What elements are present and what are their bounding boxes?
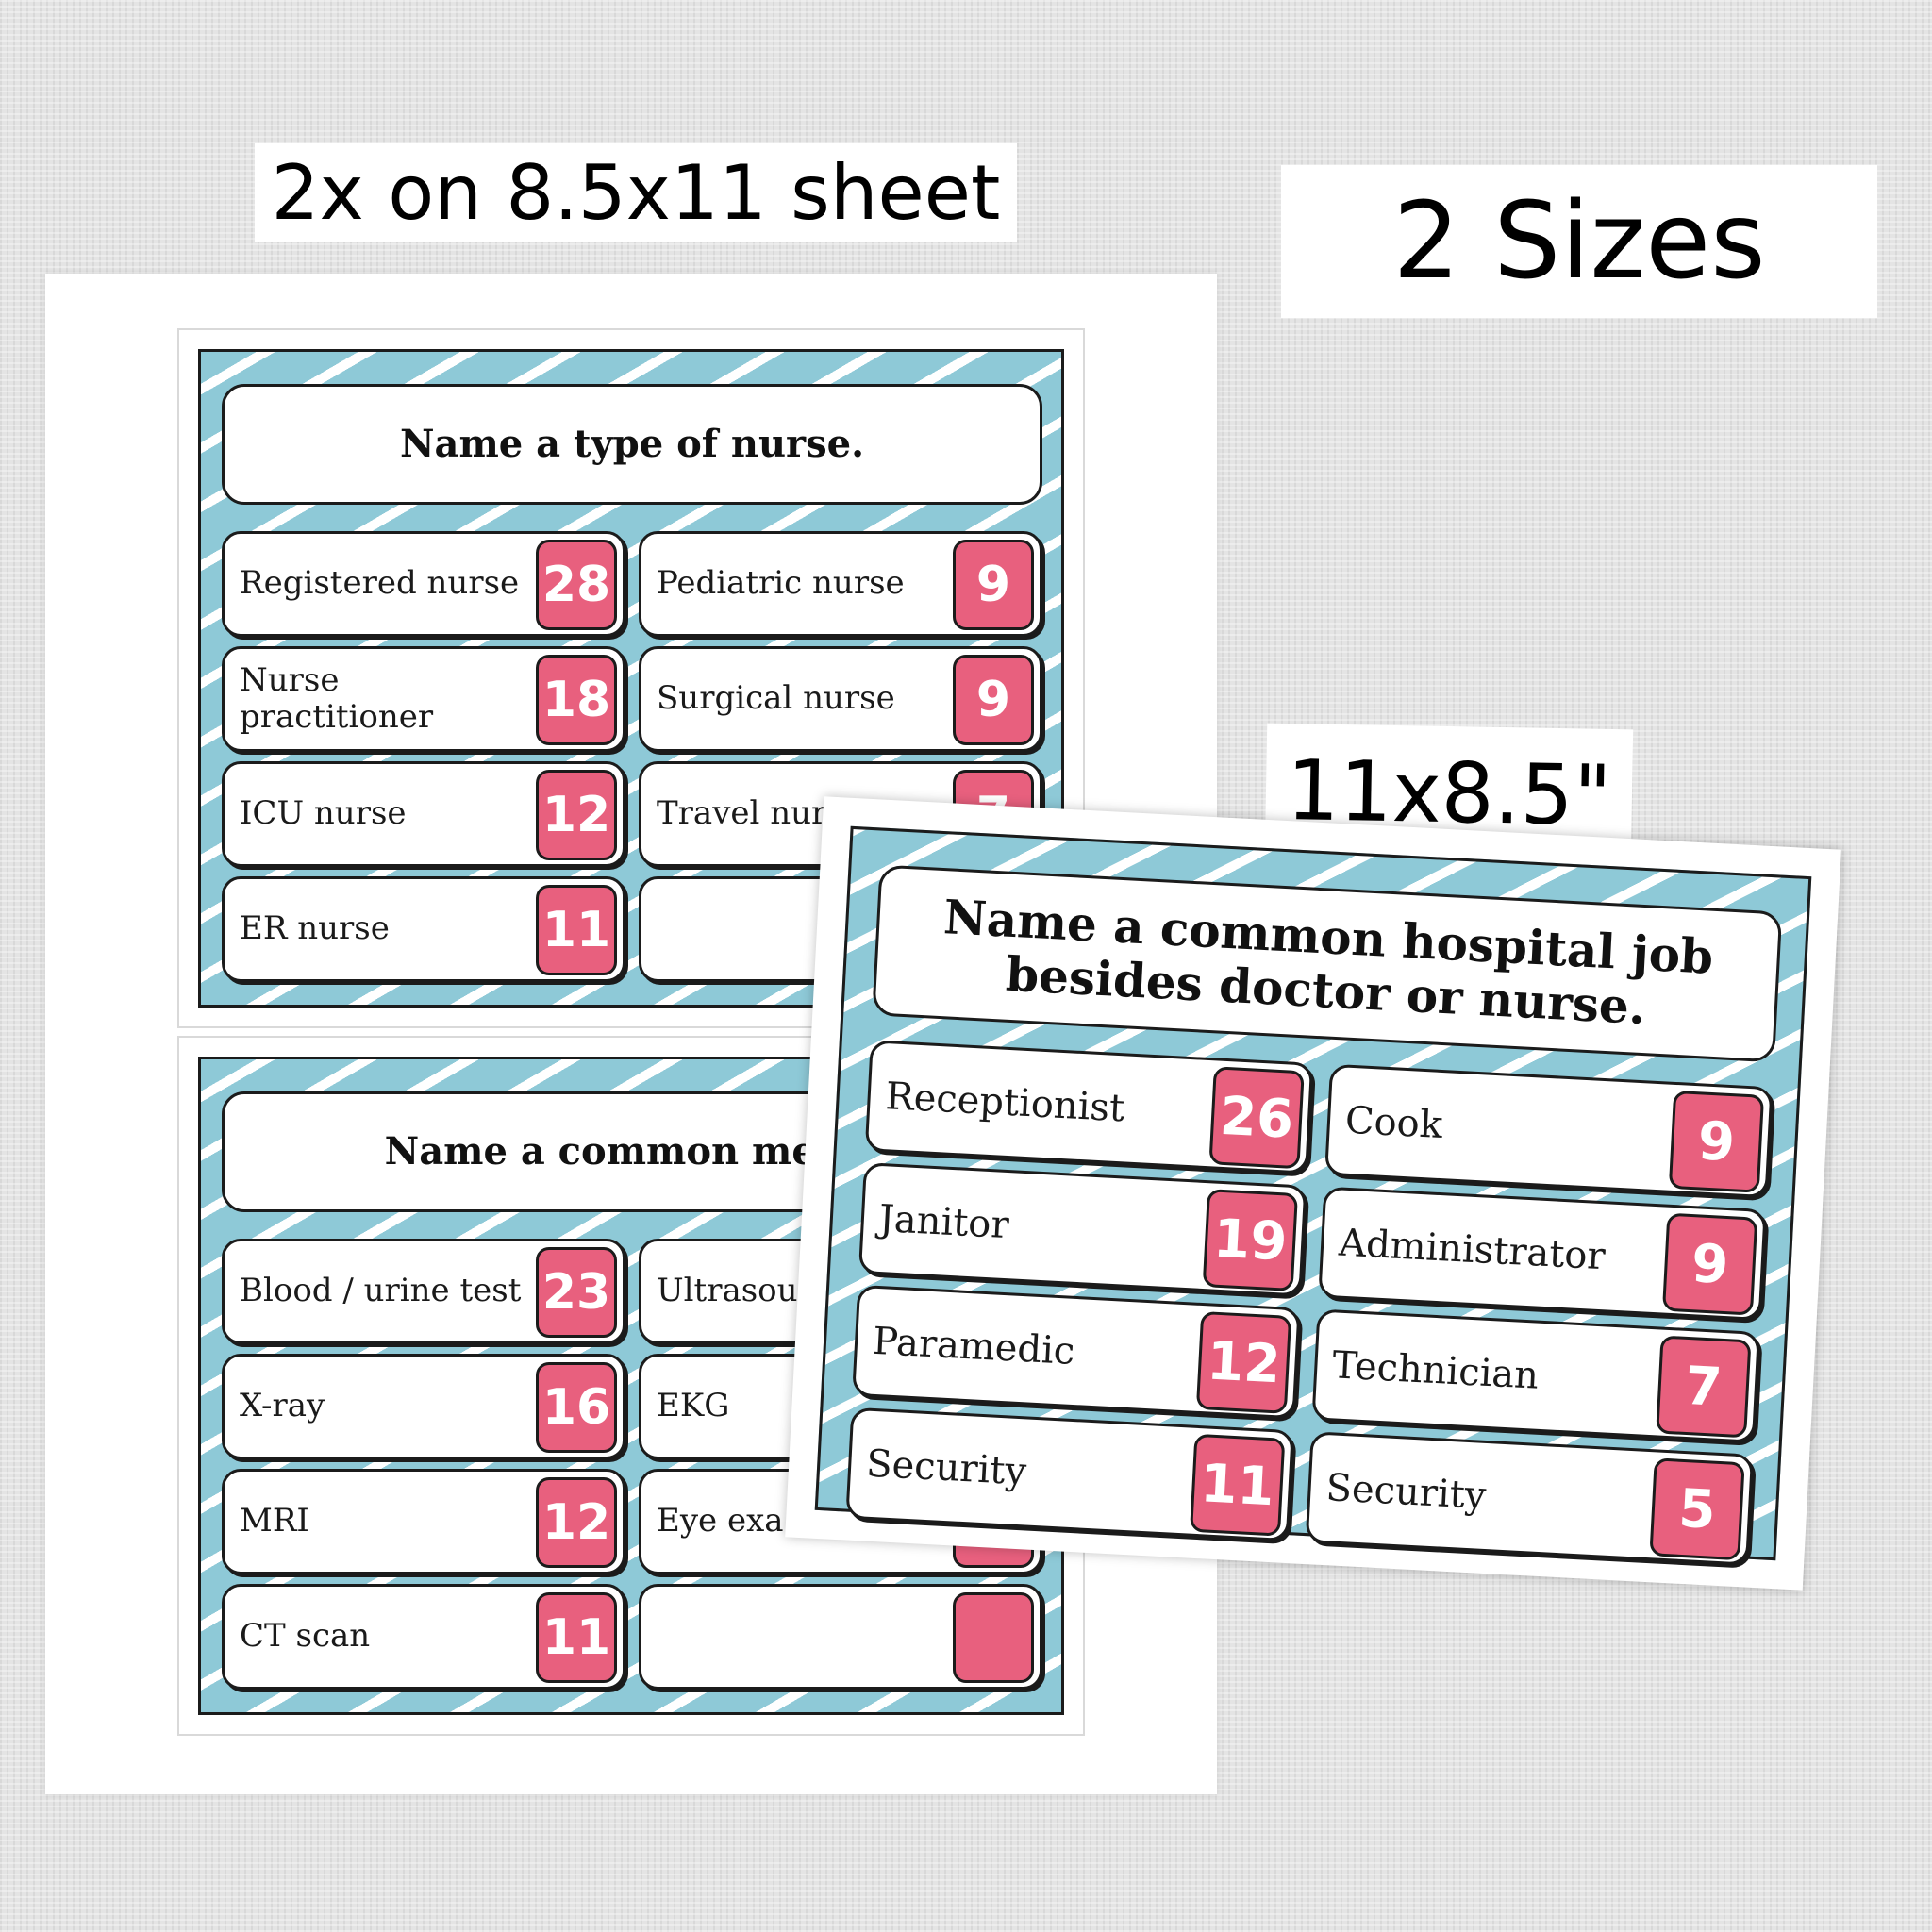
answer-text: EKG bbox=[657, 1387, 730, 1425]
answer-text: Blood / urine test bbox=[240, 1272, 522, 1310]
answer-text: Pediatric nurse bbox=[657, 564, 905, 603]
answer-score: 16 bbox=[536, 1362, 617, 1453]
size-label-letter: 2x on 8.5x11 sheet bbox=[255, 143, 1017, 242]
answer-text: Technician bbox=[1331, 1343, 1541, 1398]
answer-tile: ICU nurse 12 bbox=[222, 761, 625, 867]
card-question: Name a common hospital job besides docto… bbox=[872, 864, 1783, 1063]
survey-card: Name a common hospital job besides docto… bbox=[814, 825, 1812, 1566]
answer-text: Paramedic bbox=[871, 1319, 1076, 1374]
answer-score: 7 bbox=[1656, 1335, 1752, 1439]
answer-tile: Cook 9 bbox=[1324, 1063, 1774, 1199]
answer-score: 18 bbox=[536, 655, 617, 745]
answer-text: Surgical nurse bbox=[657, 679, 895, 718]
answer-tile: X-ray 16 bbox=[222, 1354, 625, 1459]
answer-tile: Blood / urine test 23 bbox=[222, 1239, 625, 1344]
answer-tile: Receptionist 26 bbox=[864, 1040, 1314, 1174]
answer-text: Receptionist bbox=[884, 1074, 1126, 1131]
answer-text: Security bbox=[865, 1441, 1028, 1494]
sizes-heading: 2 Sizes bbox=[1281, 165, 1877, 318]
answer-score: 12 bbox=[1195, 1310, 1292, 1414]
answer-tile: Pediatric nurse 9 bbox=[639, 531, 1042, 637]
answer-tile: Security 11 bbox=[845, 1407, 1294, 1542]
answer-score: 12 bbox=[536, 1477, 617, 1568]
answer-tile: Technician 7 bbox=[1311, 1308, 1760, 1443]
answer-tile: ER nurse 11 bbox=[222, 876, 625, 982]
answer-text: Registered nurse bbox=[240, 564, 520, 603]
answer-text: Eye exa bbox=[657, 1502, 784, 1541]
answer-text: X-ray bbox=[240, 1387, 325, 1425]
answer-text: Security bbox=[1324, 1466, 1488, 1519]
answer-tile: CT scan 11 bbox=[222, 1584, 625, 1690]
answer-tile: MRI 12 bbox=[222, 1469, 625, 1574]
answer-text: ER nurse bbox=[240, 909, 390, 948]
answer-tile: Security 5 bbox=[1305, 1431, 1755, 1566]
answer-score: 28 bbox=[536, 540, 617, 630]
answer-tile: Surgical nurse 9 bbox=[639, 646, 1042, 752]
answer-text: CT scan bbox=[240, 1617, 371, 1656]
answer-text: Janitor bbox=[877, 1196, 1010, 1248]
answer-grid: Receptionist 26 Cook 9 Janitor 19 Administr… bbox=[845, 1040, 1774, 1566]
landscape-sheet: Name a common hospital job besides docto… bbox=[785, 796, 1841, 1591]
answer-text: Ultrasou bbox=[657, 1272, 798, 1310]
answer-text: Administrator bbox=[1338, 1221, 1607, 1279]
answer-grid: Registered nurse 28 Pediatric nurse 9 Nurs… bbox=[222, 531, 1042, 982]
answer-score: 9 bbox=[1668, 1090, 1765, 1193]
answer-score: 26 bbox=[1208, 1066, 1305, 1170]
answer-score: 12 bbox=[536, 770, 617, 860]
answer-score: 11 bbox=[536, 885, 617, 975]
answer-tile: Registered nurse 28 bbox=[222, 531, 625, 637]
answer-text: ICU nurse bbox=[240, 794, 407, 833]
answer-score: 11 bbox=[536, 1592, 617, 1683]
answer-tile: Paramedic 12 bbox=[852, 1284, 1301, 1420]
card-question: Name a type of nurse. bbox=[222, 384, 1042, 505]
answer-score: 23 bbox=[536, 1247, 617, 1338]
answer-score: 5 bbox=[1649, 1457, 1745, 1561]
answer-score: 9 bbox=[1661, 1212, 1758, 1316]
answer-text: MRI bbox=[240, 1502, 309, 1541]
answer-tile: Nurse practitioner 18 bbox=[222, 646, 625, 752]
answer-tile bbox=[639, 1584, 1042, 1690]
answer-score: 11 bbox=[1190, 1433, 1286, 1537]
answer-score: 9 bbox=[953, 655, 1034, 745]
answer-text: Nurse practitioner bbox=[240, 660, 434, 736]
answer-score: 9 bbox=[953, 540, 1034, 630]
answer-score: 19 bbox=[1202, 1189, 1298, 1292]
answer-text: Cook bbox=[1343, 1098, 1444, 1148]
answer-score bbox=[953, 1592, 1034, 1683]
answer-text bbox=[657, 1587, 940, 1687]
answer-tile: Janitor 19 bbox=[858, 1162, 1307, 1297]
answer-tile: Administrator 9 bbox=[1318, 1186, 1767, 1322]
